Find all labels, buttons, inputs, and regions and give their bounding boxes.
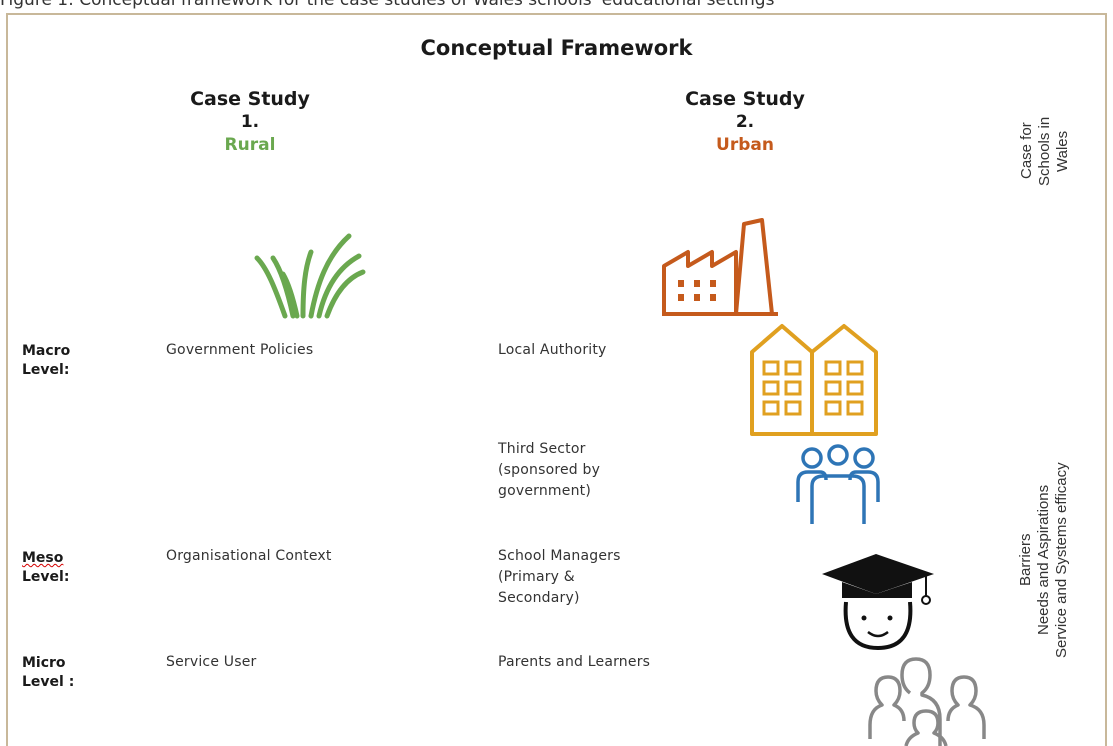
meso-col1: Organisational Context	[166, 548, 332, 564]
case-study-2-number: 2.	[735, 112, 755, 132]
level-micro-label: Micro Level :	[22, 654, 74, 692]
case-study-2-header: Case Study 2. Urban	[645, 88, 845, 157]
side-label-top-line-1: Case for	[1018, 122, 1035, 180]
third-sector-line-3: government)	[498, 483, 592, 499]
side-label-top: Case for Schools in Wales	[1018, 96, 1072, 206]
level-micro-line-1: Micro	[22, 655, 66, 671]
level-macro-label: Macro Level:	[22, 342, 70, 380]
meso-col2-line-2: (Primary &	[498, 569, 575, 585]
diagram-title: Conceptual Framework	[420, 36, 693, 60]
side-label-top-line-2: Schools in	[1036, 116, 1053, 186]
diagram-frame	[6, 13, 1107, 746]
macro-col2: Local Authority	[498, 342, 607, 358]
caption-strip: Figure 1: Conceptual framework for the c…	[0, 0, 775, 10]
factory-icon	[662, 218, 778, 316]
case-study-1-number: 1.	[240, 112, 260, 132]
case-study-1-title: Case Study	[190, 88, 310, 110]
micro-col2: Parents and Learners	[498, 654, 651, 670]
third-sector-line-2: (sponsored by	[498, 462, 601, 478]
side-label-top-line-3: Wales	[1054, 130, 1071, 172]
level-meso-line-2: Level:	[22, 569, 70, 585]
group-icon	[796, 444, 880, 524]
level-meso-line-1: Meso	[22, 550, 64, 566]
level-macro-line-1: Macro	[22, 343, 71, 359]
side-label-bottom-line-3: Service and Systems efficacy	[1053, 462, 1070, 658]
side-label-bottom-line-2: Needs and Aspirations	[1035, 484, 1052, 636]
case-study-1-header: Case Study 1. Rural	[150, 88, 350, 157]
case-study-2-type: Urban	[716, 135, 774, 155]
graduate-icon	[822, 554, 934, 651]
macro-col1: Government Policies	[166, 342, 314, 358]
micro-col1: Service User	[166, 654, 257, 670]
meso-col2-line-1: School Managers	[498, 548, 621, 564]
level-meso-label: Meso Level:	[22, 549, 69, 587]
side-label-bottom-line-1: Barriers	[1017, 533, 1034, 587]
third-sector-text: Third Sector (sponsored by government)	[498, 439, 600, 502]
level-macro-line-2: Level:	[22, 362, 70, 378]
case-study-2-title: Case Study	[685, 88, 805, 110]
meso-col2: School Managers (Primary & Secondary)	[498, 546, 621, 609]
level-micro-line-2: Level :	[22, 674, 75, 690]
grass-icon	[254, 233, 366, 319]
side-label-bottom: Barriers Needs and Aspirations Service a…	[1017, 410, 1071, 710]
third-sector-line-1: Third Sector	[498, 441, 586, 457]
people-outline-icon	[868, 657, 986, 746]
building-icon	[750, 324, 878, 436]
meso-col2-line-3: Secondary)	[498, 590, 580, 606]
case-study-1-type: Rural	[224, 135, 276, 155]
